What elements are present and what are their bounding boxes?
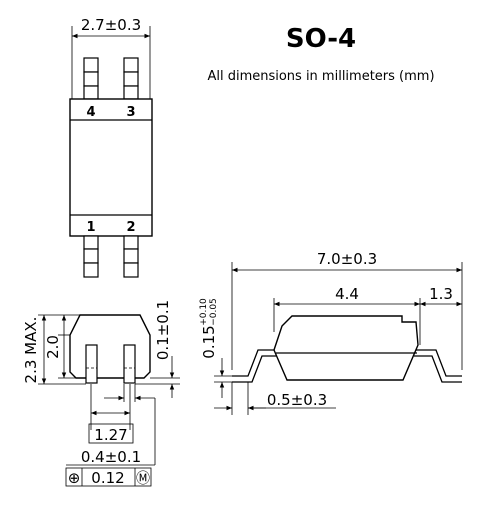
- side-lead-right: [414, 349, 462, 383]
- end-standoff-dim: 0.1±0.1: [154, 300, 172, 360]
- units-note: All dimensions in millimeters (mm): [207, 69, 434, 84]
- lead-thickness-plus: +0.10: [199, 298, 209, 326]
- bottom-pin-leads: [83, 235, 139, 278]
- end-height-max-dim: 2.3 MAX.: [22, 317, 40, 384]
- package-title: SO-4: [286, 24, 356, 54]
- side-lead-span-dim: 1.3: [429, 285, 453, 303]
- top-pin-leads: [83, 57, 139, 100]
- side-lead-thickness-dim: 0.15 +0.10 −0.05: [199, 298, 219, 359]
- end-body-height-dim: 2.0: [44, 335, 62, 359]
- tolerance-frame: ⊕ 0.12 Ⓜ: [65, 467, 152, 487]
- side-overall-length-dim: 7.0±0.3: [317, 250, 377, 268]
- end-lead-width-dim: 0.4±0.1: [81, 448, 141, 466]
- pin-label-2: 2: [126, 220, 135, 235]
- end-body: [69, 314, 151, 379]
- top-width-dim: 2.7±0.3: [81, 16, 141, 34]
- top-view: 2.7±0.3 4 3 1 2: [69, 16, 153, 278]
- lead-thickness-minus: −0.05: [209, 298, 219, 326]
- side-body-length-dim: 4.4: [335, 285, 359, 303]
- pin-label-1: 1: [86, 220, 95, 235]
- end-view: 2.3 MAX. 2.0 0.1±0.1 1.27 0.4±0.1 ⊕: [22, 300, 180, 487]
- side-lead-left: [232, 349, 280, 383]
- pin-label-3: 3: [126, 105, 135, 120]
- side-view: 7.0±0.3 4.4 1.3 0.15 +0.10 −0.05 0.5±0.3: [199, 250, 463, 415]
- end-pitch-dim: 1.27: [94, 426, 127, 444]
- pitch-box: [88, 423, 134, 444]
- position-symbol: ⊕: [68, 469, 81, 487]
- mmc-symbol: Ⓜ: [136, 471, 150, 487]
- lead-thickness-base: 0.15: [200, 325, 218, 358]
- side-body: [273, 315, 419, 381]
- tolerance-value: 0.12: [91, 469, 124, 487]
- pin-label-4: 4: [86, 105, 95, 120]
- top-body: [69, 98, 153, 237]
- side-foot-length-dim: 0.5±0.3: [267, 391, 327, 409]
